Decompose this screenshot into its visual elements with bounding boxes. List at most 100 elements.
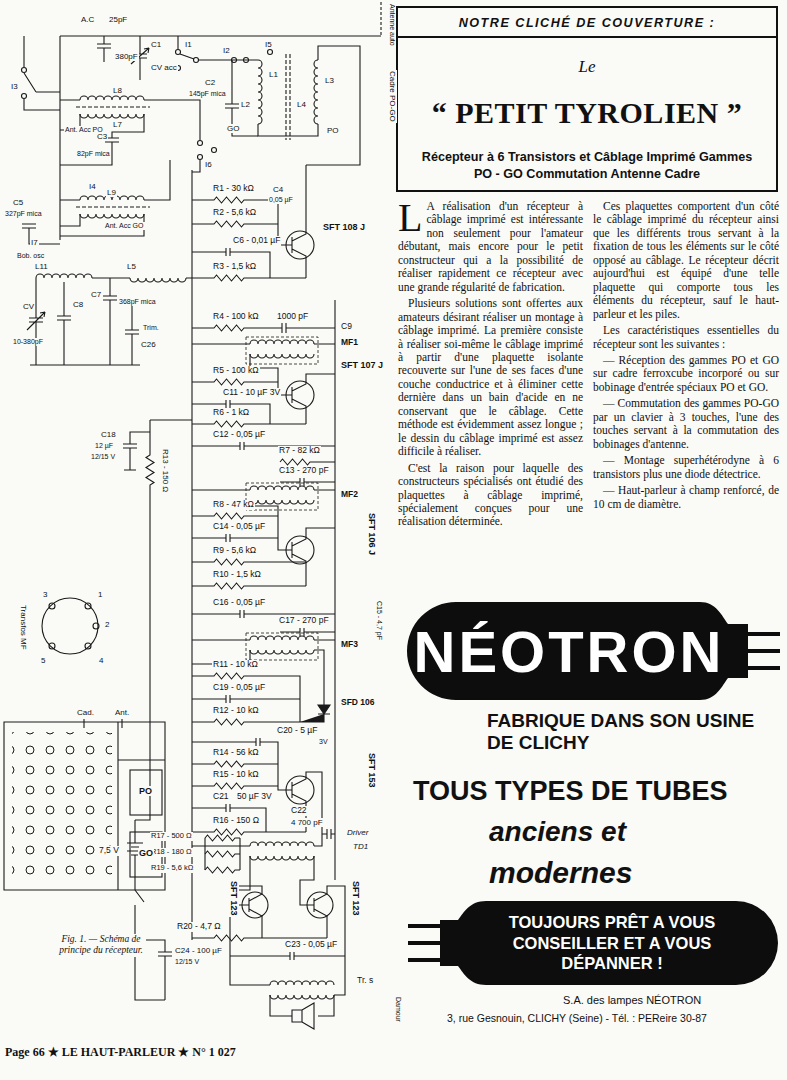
component-label: GO bbox=[138, 848, 154, 858]
component-label: PO bbox=[138, 786, 153, 796]
component-label: C18 bbox=[100, 430, 117, 439]
component-label: L11 bbox=[34, 262, 49, 271]
drop-cap: L bbox=[398, 202, 422, 234]
component-label: R20 - 4,7 Ω bbox=[176, 922, 222, 932]
component-label: 2 bbox=[104, 620, 110, 629]
component-label: A.C bbox=[80, 15, 95, 24]
component-label: 368pF mica bbox=[118, 298, 157, 306]
component-label: C14 - 0,05 µF bbox=[212, 522, 266, 532]
component-label: C11 - 10 µF 3V bbox=[222, 388, 281, 398]
component-label: R12 - 10 kΩ bbox=[212, 706, 260, 716]
body-paragraph: — Réception des gammes PO et GO sur cadr… bbox=[593, 354, 779, 394]
component-label: L3 bbox=[324, 76, 335, 85]
box-content: TOUJOURS PRÊT A VOUS CONSEILLER ET A VOU… bbox=[406, 898, 782, 988]
body-paragraph: A réalisation d'un récepteur à câblage i… bbox=[398, 200, 583, 294]
component-label: Driver bbox=[346, 828, 369, 837]
component-label: I1 bbox=[184, 40, 193, 49]
component-label: 4 bbox=[98, 656, 104, 665]
component-label: Cad. bbox=[76, 708, 95, 717]
component-label: SFT 153 bbox=[367, 752, 377, 789]
component-label: 145pF mica bbox=[188, 90, 227, 98]
box-text: NOTRE CLICHÉ DE COUVERTURE : bbox=[398, 8, 776, 38]
component-label: 12/15 V bbox=[174, 958, 200, 966]
component-label: L9 bbox=[106, 188, 117, 197]
component-label: Trim. bbox=[142, 324, 160, 332]
component-label: TD1 bbox=[352, 842, 369, 851]
box-text: Récepteur à 6 Transistors et Câblage Imp… bbox=[398, 149, 776, 190]
component-label: R13 - 150 Ω bbox=[161, 448, 170, 493]
component-label: R11 - 10 kΩ bbox=[212, 660, 259, 670]
page-footer: Page 66 ★ LE HAUT-PARLEUR ★ N° 1 027 bbox=[4, 1046, 237, 1060]
component-label: R19 - 5,6 kΩ bbox=[150, 864, 194, 873]
tube-shape: TOUJOURS PRÊT A VOUS CONSEILLER ET A VOU… bbox=[406, 898, 782, 988]
component-label: R6 - 1 kΩ bbox=[212, 408, 250, 418]
body-paragraph: Plusieurs solutions sont offertes aux am… bbox=[398, 297, 583, 458]
component-label: C15 - 4,7 pF bbox=[375, 600, 383, 641]
component-label: C1 bbox=[150, 40, 162, 49]
component-label: I3 bbox=[10, 82, 19, 91]
component-label: CV bbox=[22, 302, 35, 311]
component-label: C17 - 270 pF bbox=[278, 616, 330, 626]
component-label: 50 µF 3V bbox=[236, 792, 273, 802]
body-paragraph: Ces plaquettes comportent d'un côté le c… bbox=[593, 200, 779, 321]
component-label: C6 - 0,01 µF bbox=[232, 236, 281, 246]
component-label: C9 bbox=[340, 322, 353, 332]
text-column: Ces plaquettes comportent d'un côté le c… bbox=[593, 200, 779, 514]
component-label: MF2 bbox=[340, 490, 359, 500]
component-label: 3 bbox=[42, 590, 48, 599]
component-label: MF1 bbox=[340, 338, 359, 348]
component-label: 380pF bbox=[114, 52, 139, 61]
component-label: SFT 123 bbox=[229, 880, 239, 917]
component-label: R10 - 1,5 kΩ bbox=[212, 570, 262, 580]
component-label: C19 - 0,05 µF bbox=[212, 683, 266, 693]
ad-text: 3, rue Gesnouin, CLICHY (Seine) - Tél. :… bbox=[446, 1012, 708, 1024]
ad-text: modernes bbox=[488, 856, 633, 891]
component-label: I2 bbox=[222, 46, 231, 55]
component-label: C3 bbox=[96, 132, 108, 141]
component-label: MF3 bbox=[340, 640, 359, 650]
component-label: Ant. bbox=[114, 708, 130, 717]
component-label: C2 bbox=[204, 78, 216, 87]
component-label: C4 bbox=[272, 185, 284, 194]
component-label: 3V bbox=[318, 738, 329, 746]
component-label: R1 - 30 kΩ bbox=[212, 184, 255, 194]
box-text: TOUJOURS PRÊT A VOUS CONSEILLER ET A VOU… bbox=[482, 912, 742, 974]
component-label: 25pF bbox=[108, 15, 128, 24]
component-label: 10-380pF bbox=[12, 338, 44, 346]
component-label: C13 - 270 pF bbox=[278, 466, 330, 476]
signature-text: Damour bbox=[394, 996, 402, 1023]
component-label: R9 - 5,6 kΩ bbox=[212, 546, 257, 556]
component-label: SFD 106 bbox=[340, 698, 376, 708]
component-label: Tr. s bbox=[356, 976, 374, 986]
ad-text: anciens et bbox=[488, 816, 627, 848]
title-box: NOTRE CLICHÉ DE COUVERTURE :Le“ PETIT TY… bbox=[396, 6, 778, 192]
component-label: I7 bbox=[30, 238, 39, 247]
figure-caption: Fig. 1. — Schéma de principe du récepteu… bbox=[56, 934, 146, 957]
component-label: R5 - 100 kΩ bbox=[212, 366, 260, 376]
tube-shape: NÉOTRON bbox=[404, 598, 782, 704]
component-label: L2 bbox=[240, 100, 251, 109]
box-content: NÉOTRON bbox=[404, 598, 782, 704]
component-label: SFT 106 J bbox=[367, 512, 377, 556]
body-paragraph: — Commutation des gammes PO-GO par un cl… bbox=[593, 397, 779, 451]
component-label: C26 bbox=[140, 340, 157, 349]
component-label: R17 - 500 Ω bbox=[150, 832, 193, 841]
component-label: 327pF mica bbox=[4, 210, 43, 218]
component-label: SFT 107 J bbox=[340, 360, 384, 370]
component-label: CV acc bbox=[150, 63, 178, 72]
component-label: 1 bbox=[97, 590, 103, 599]
component-label: C5 bbox=[12, 198, 24, 207]
component-label: L4 bbox=[296, 100, 307, 109]
component-label: C22 bbox=[290, 806, 308, 816]
component-label: SFT 108 J bbox=[322, 222, 366, 232]
receiver-schematic bbox=[0, 0, 400, 1045]
component-label: L5 bbox=[126, 262, 137, 271]
component-label: R14 - 56 kΩ bbox=[212, 748, 260, 758]
component-label: C7 bbox=[90, 290, 102, 299]
component-label: R3 - 1,5 kΩ bbox=[212, 262, 257, 272]
component-label: Cadre PO-GO bbox=[388, 70, 397, 123]
text-column: LA réalisation d'un récepteur à câblage … bbox=[398, 200, 583, 532]
component-label: C24 - 100 µF bbox=[174, 946, 223, 955]
component-label: I6 bbox=[204, 160, 213, 169]
